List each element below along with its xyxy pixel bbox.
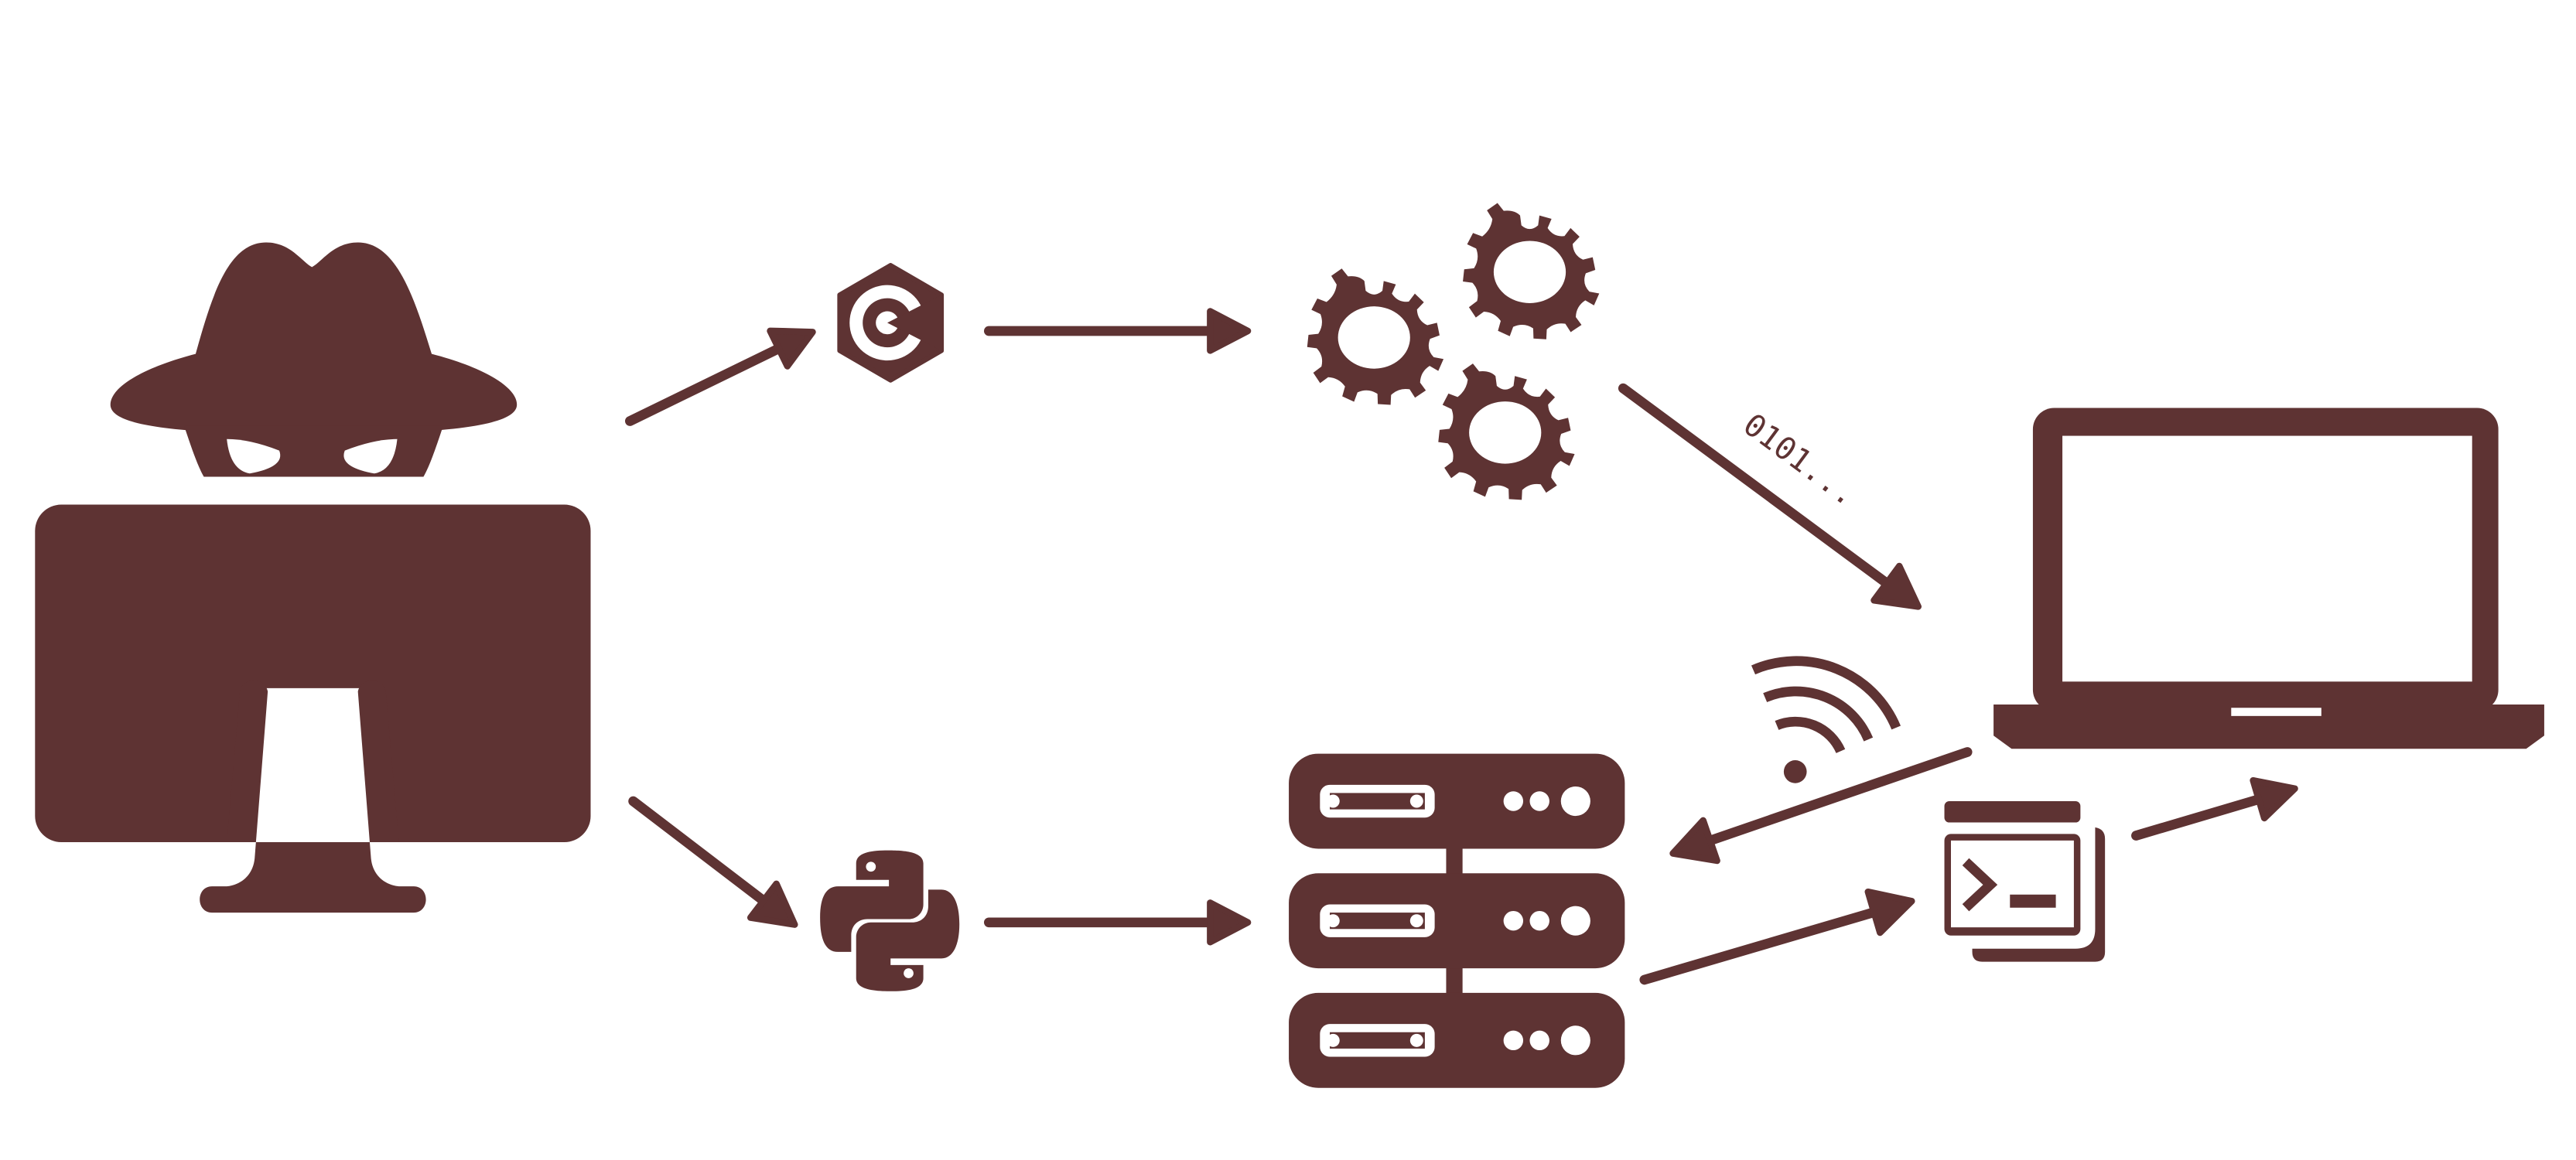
arrow-server-to-terminal xyxy=(1639,888,1915,985)
edge-arrows xyxy=(625,308,2298,985)
server-rack-icon xyxy=(1289,753,1625,1088)
arrow-c-to-gears xyxy=(983,308,1252,354)
terminal-window-icon xyxy=(1944,801,2106,962)
gears-icon xyxy=(1307,203,1600,500)
arrow-gears-to-laptop xyxy=(1618,383,1922,610)
binary-data-label: 0101... xyxy=(1737,407,1864,513)
arrow-laptop-to-terminal xyxy=(1669,747,1973,865)
server-unit-icon xyxy=(1289,992,1625,1088)
server-unit-icon xyxy=(1289,873,1625,969)
computer-monitor-icon xyxy=(35,504,591,913)
arrow-hacker-to-c xyxy=(625,327,816,426)
hacker-hat-icon xyxy=(110,242,518,477)
wifi-signal-icon xyxy=(1751,656,1901,783)
arrow-terminal-to-laptop xyxy=(2131,776,2298,841)
arrow-hacker-to-python xyxy=(628,796,798,928)
hacker-at-computer-icon xyxy=(35,242,591,913)
c-language-hexagon-icon xyxy=(837,263,945,383)
laptop-icon xyxy=(1993,408,2544,749)
arrow-python-to-server xyxy=(983,899,1252,946)
server-unit-icon xyxy=(1289,753,1625,849)
python-logo-icon xyxy=(820,850,960,991)
